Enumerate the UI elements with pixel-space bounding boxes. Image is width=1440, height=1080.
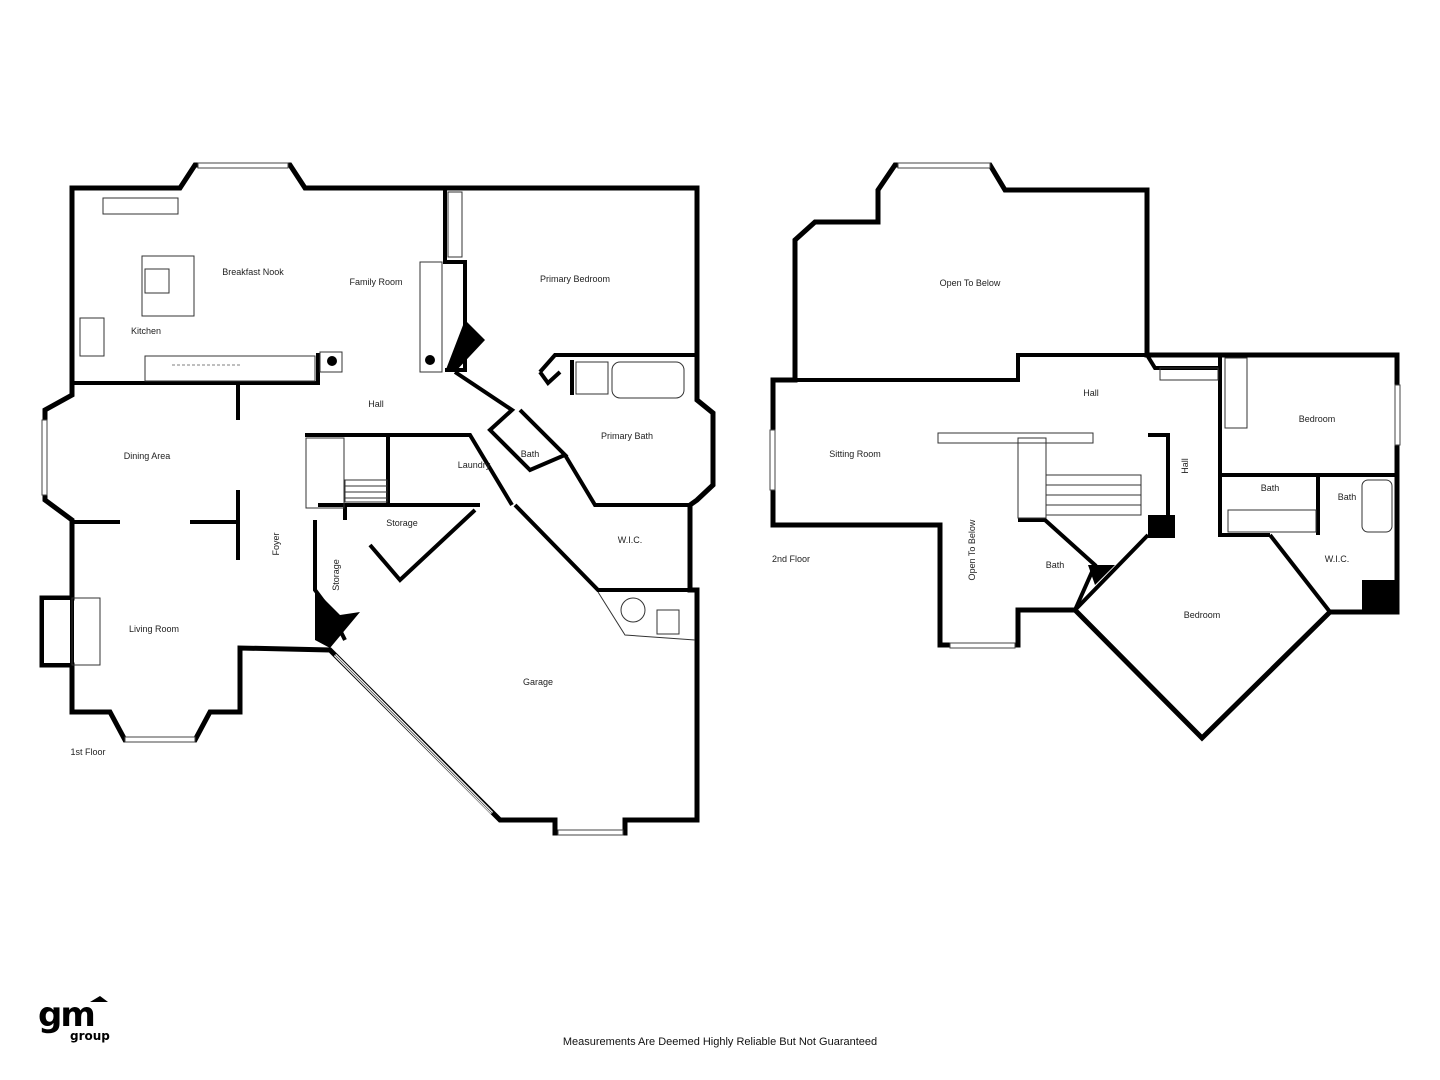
first-floor-walls bbox=[39, 162, 716, 836]
room-label-bath: Bath bbox=[520, 449, 540, 459]
room-label-wic: W.I.C. bbox=[1324, 554, 1350, 564]
room-label-laundry: Laundry bbox=[457, 460, 491, 470]
room-label-primary-bedroom: Primary Bedroom bbox=[539, 274, 611, 284]
second-floor-walls bbox=[769, 162, 1401, 742]
room-label-foyer: Foyer bbox=[271, 532, 281, 556]
svg-text:gm: gm bbox=[38, 996, 94, 1035]
room-label-storage: Storage bbox=[386, 518, 418, 528]
room-label-dining-area: Dining Area bbox=[123, 451, 171, 461]
room-label-kitchen: Kitchen bbox=[130, 326, 162, 336]
room-label-open-to-below: Open To Below bbox=[939, 278, 1001, 288]
floor-label-1st: 1st Floor bbox=[70, 747, 106, 757]
room-label-open-to-below-2: Open To Below bbox=[967, 519, 977, 581]
room-label-hall: Hall bbox=[1083, 388, 1099, 398]
disclaimer: Measurements Are Deemed Highly Reliable … bbox=[562, 1036, 878, 1048]
room-label-bath-2: Bath bbox=[1337, 492, 1357, 502]
room-label-breakfast-nook: Breakfast Nook bbox=[222, 267, 284, 277]
room-label-bath: Bath bbox=[1260, 483, 1280, 493]
room-label-wic: W.I.C. bbox=[617, 535, 643, 545]
room-label-garage: Garage bbox=[522, 677, 554, 687]
room-label-bath-3: Bath bbox=[1045, 560, 1065, 570]
room-label-sitting-room: Sitting Room bbox=[829, 449, 881, 459]
room-label-storage-2: Storage bbox=[331, 559, 341, 591]
room-label-living-room: Living Room bbox=[128, 624, 180, 634]
room-label-family-room: Family Room bbox=[349, 277, 403, 287]
room-label-primary-bath: Primary Bath bbox=[600, 431, 654, 441]
gm-group-logo: gm group bbox=[38, 996, 110, 1043]
room-label-bedroom: Bedroom bbox=[1298, 414, 1336, 424]
room-label-bedroom-2: Bedroom bbox=[1183, 610, 1221, 620]
svg-text:group: group bbox=[70, 1029, 110, 1043]
room-label-hall: Hall bbox=[368, 399, 384, 409]
floor-label-2nd: 2nd Floor bbox=[771, 554, 811, 564]
room-label-hall-2: Hall bbox=[1180, 458, 1190, 474]
